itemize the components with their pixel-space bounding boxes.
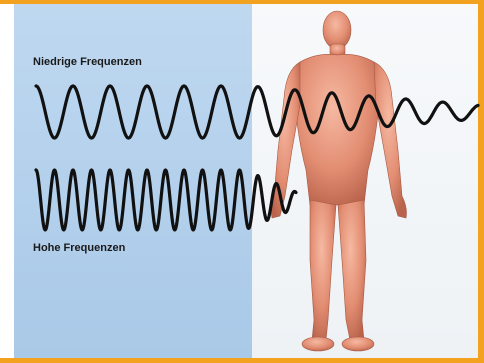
- human-body-icon: [271, 11, 406, 351]
- high-frequencies-label: Hohe Frequenzen: [33, 242, 125, 254]
- low-frequency-wave: [36, 86, 478, 138]
- high-frequency-wave: [36, 170, 296, 230]
- low-frequencies-label: Niedrige Frequenzen: [33, 56, 142, 68]
- waves-group: [36, 86, 478, 230]
